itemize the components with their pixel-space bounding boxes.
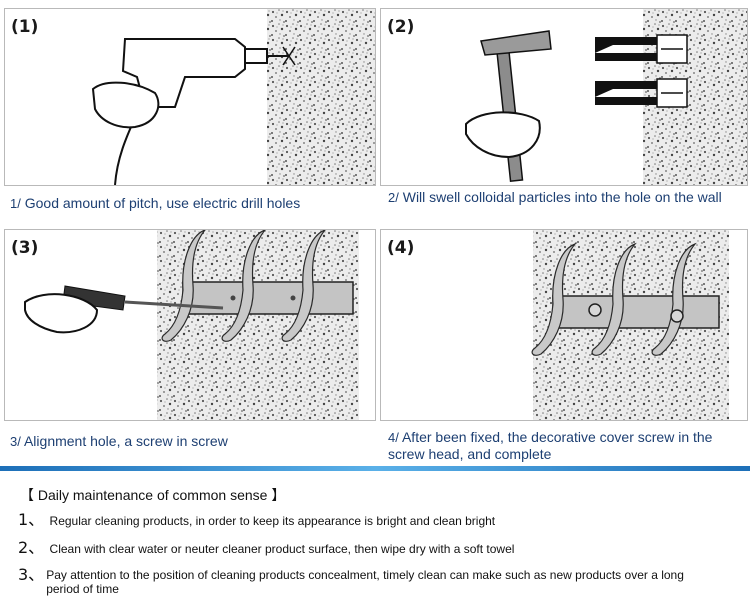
step-2-panel: (2): [380, 8, 748, 186]
step-3-illustration: [24, 230, 359, 420]
step-2-text: Will swell colloidal particles into the …: [402, 189, 722, 205]
step-3-label: (3): [11, 238, 39, 258]
step-3-text: Alignment hole, a screw in screw: [23, 433, 228, 449]
maintenance-item-number: 3、: [18, 565, 45, 584]
maintenance-item-number: 1、: [18, 510, 45, 529]
maintenance-item: 2、 Clean with clear water or neuter clea…: [18, 538, 515, 557]
step-2-number: 2/: [388, 190, 399, 205]
step-4-panel: (4): [380, 229, 748, 421]
maintenance-item: 1、 Regular cleaning products, in order t…: [18, 510, 496, 529]
step-4-label: (4): [387, 238, 415, 258]
step-1-number: 1/: [10, 196, 21, 211]
step-1-panel: (1): [4, 8, 376, 186]
step-4-text: After been fixed, the decorative cover s…: [388, 429, 713, 462]
step-4-illustration: [531, 230, 729, 420]
maintenance-title: 【 Daily maintenance of common sense 】: [20, 487, 286, 503]
maintenance-item-number: 2、: [18, 538, 45, 557]
maintenance-item-text: Regular cleaning products, in order to k…: [49, 514, 496, 528]
maintenance-item: 3、 Pay attention to the position of clea…: [18, 565, 718, 597]
step-2-caption: 2/ Will swell colloidal particles into t…: [388, 189, 728, 206]
section-divider: [0, 466, 750, 471]
maintenance-item-text: Pay attention to the position of cleanin…: [46, 568, 684, 596]
step-3-caption: 3/ Alignment hole, a screw in screw: [10, 433, 370, 450]
step-1-illustration: [91, 9, 375, 185]
wall-anchor-icon: [595, 34, 688, 108]
maintenance-item-text: Clean with clear water or neuter cleaner…: [49, 542, 515, 556]
step-4-caption: 4/ After been fixed, the decorative cove…: [388, 429, 744, 463]
step-1-label: (1): [11, 17, 39, 37]
step-3-panel: (3): [4, 229, 376, 421]
step-3-number: 3/: [10, 434, 21, 449]
hammer-icon: [465, 30, 552, 183]
step-1-caption: 1/ Good amount of pitch, use electric dr…: [10, 195, 370, 212]
electric-drill-icon: [91, 38, 296, 185]
step-2-label: (2): [387, 17, 415, 37]
step-4-number: 4/: [388, 430, 399, 445]
coat-hook-rack-icon: [531, 243, 720, 356]
screwdriver-icon: [24, 285, 224, 334]
step-2-illustration: [465, 9, 747, 185]
step-1-text: Good amount of pitch, use electric drill…: [24, 195, 301, 211]
